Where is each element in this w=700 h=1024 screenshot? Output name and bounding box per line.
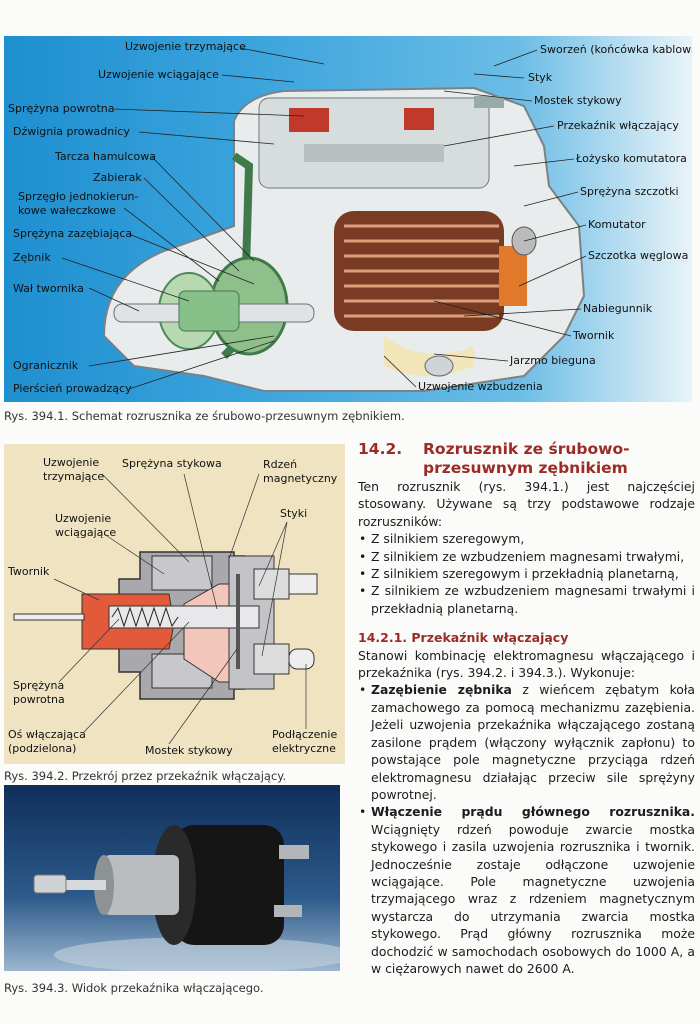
label-rdzen-1: Rdzeń [263,458,298,471]
relay-cross-section-figure: Uzwojenie trzymające Sprężyna stykowa Rd… [4,444,345,764]
leader-lines [61,47,587,390]
label-nabiegunnik: Nabiegunnik [583,302,653,315]
label-rdzen-2: magnetyczny [263,472,338,485]
label-styk: Styk [528,71,553,84]
label-sprezyna-stykowa: Sprężyna stykowa [122,457,222,470]
section-number: 14.2. [358,440,403,458]
label-sprezyna-szczotki: Sprężyna szczotki [580,185,679,198]
item-text: z wieńcem zębatym koła zamachowego za po… [371,682,696,802]
label-mostek-stykowy: Mostek stykowy [534,94,622,107]
label-uzwojenie-trzymajace: Uzwojenie trzymające [125,40,246,53]
label-dzwignia-prowadnicy: Dźwignia prowadnicy [13,125,130,138]
subsection-intro: Stanowi kombinację elektromagnesu włącza… [358,647,695,681]
label-uzwojenie-wciagajace: Uzwojenie wciągające [98,68,219,81]
label-szczotka-weglowa: Szczotka węglowa [588,249,689,262]
relay-photo [33,825,340,971]
label-twornik: Twornik [573,329,615,342]
label-podlaczenie-2: elektryczne [272,742,336,755]
figure2-caption: Rys. 394.2. Przekrój przez przekaźnik wł… [4,769,287,783]
subsection-heading: 14.2.1. Przekaźnik włączający [358,630,569,646]
label-zebnik: Zębnik [13,251,51,264]
item-term: Zazębienie zębnika [371,682,512,698]
figure3-caption: Rys. 394.3. Widok przekaźnika włączające… [4,981,264,995]
list-item: Włączenie prądu głównego rozrusznika. Wc… [358,803,695,977]
label-os-wlaczajaca-1: Oś włączająca [8,728,86,741]
section-title: Rozrusznik ze śrubowo-przesuwnym zębniki… [423,440,630,477]
relay-photo-figure [4,785,340,971]
starter-motor-cutaway-figure: Uzwojenie trzymające Uzwojenie wciągając… [4,36,692,402]
label-mostek-stykowy: Mostek stykowy [145,744,233,757]
relay-functions-list: Zazębienie zębnika z wieńcem zębatym koł… [358,681,695,977]
label-sprzeglo-1: Sprzęgło jednokierun- [18,190,139,203]
list-item: Z silnikiem ze wzbudzeniem magnesami trw… [358,582,695,617]
label-uzwojenie-wciagajace-2: wciągające [55,526,117,539]
label-sprezyna-zazebiajaca: Sprężyna zazębiająca [13,227,133,240]
section-heading: 14.2. Rozrusznik ze śrubowo-przesuwnym z… [358,440,695,478]
label-sprezyna-powrotna-1: Sprężyna [13,679,65,692]
label-uzwojenie-trzymajace-1: Uzwojenie [43,456,100,469]
label-sprezyna-powrotna-2: powrotna [13,693,65,706]
list-item: Z silnikiem szeregowym, [358,530,695,548]
item-text: Wciągnięty rdzeń powoduje zwarcie mostka… [371,821,695,976]
label-jarzmo-bieguna: Jarzmo bieguna [510,354,596,367]
list-item: Z silnikiem szeregowym i przekładnią pla… [358,565,695,583]
label-uzwojenie-wzbudzenia: Uzwojenie wzbudzenia [418,380,543,393]
label-uzwojenie-wciagajace-1: Uzwojenie [55,512,112,525]
list-item: Z silnikiem ze wzbudzeniem magnesami trw… [358,548,695,566]
label-ogranicznik: Ogranicznik [13,359,79,372]
label-uzwojenie-trzymajace-2: trzymające [43,470,105,483]
label-sworzen: Sworzeń (końcówka kablowa) [540,43,692,56]
label-zabierak: Zabierak [93,171,142,184]
label-wal-twornika: Wał twornika [13,282,84,295]
label-lozysko-komutatora: Łożysko komutatora [576,152,687,165]
label-styki: Styki [280,507,308,520]
relay-cross-section-drawing [13,473,318,745]
label-podlaczenie-1: Podłączenie [272,728,338,741]
figure1-caption: Rys. 394.1. Schemat rozrusznika ze śrubo… [4,409,405,423]
starter-motor-illustration [102,86,586,392]
item-term: Włączenie prądu głównego rozrusznika. [371,804,695,820]
label-twornik: Twornik [8,565,50,578]
label-tarcza-hamulcowa: Tarcza hamulcowa [55,150,156,163]
text-column: 14.2. Rozrusznik ze śrubowo-przesuwnym z… [358,440,695,977]
label-os-wlaczajaca-2: (podzielona) [8,742,77,755]
list-item: Zazębienie zębnika z wieńcem zębatym koł… [358,681,695,803]
section-intro: Ten rozrusznik (rys. 394.1.) jest najczę… [358,479,695,529]
label-przekaznik-wlaczajacy: Przekaźnik włączający [557,119,679,132]
label-pierscien-prowadzacy: Pierścień prowadzący [13,382,132,395]
label-sprzeglo-2: kowe wałeczkowe [18,204,116,217]
starter-types-list: Z silnikiem szeregowym, Z silnikiem ze w… [358,530,695,617]
label-sprezyna-powrotna: Sprężyna powrotna [8,102,115,115]
label-komutator: Komutator [588,218,646,231]
